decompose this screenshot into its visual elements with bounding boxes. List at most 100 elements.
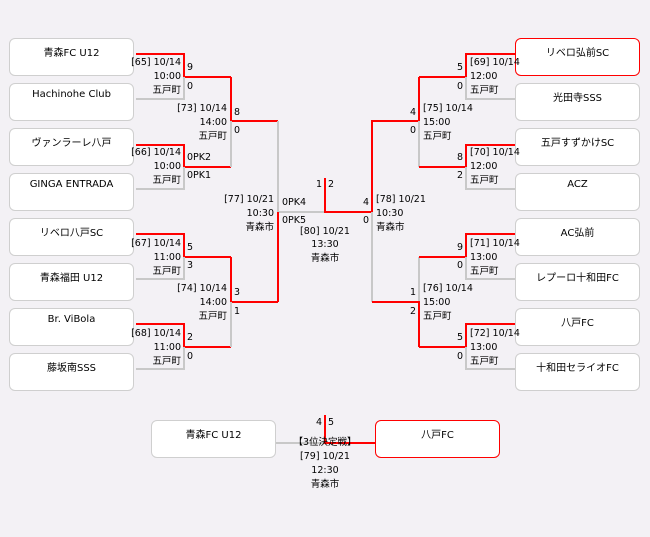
line-m68-top (136, 323, 231, 348)
team-box-left[interactable]: GINGA ENTRADA (9, 173, 134, 211)
score-bottom: 3 (187, 260, 194, 271)
match-time: 13:00 (470, 252, 498, 263)
team-box-right[interactable]: レプーロ十和田FC (515, 263, 640, 301)
match-time: 14:00 (199, 297, 227, 308)
match-time: 11:00 (153, 342, 181, 353)
team-box-left[interactable]: リベロ八戸SC (9, 218, 134, 256)
score-top: 4 (409, 107, 416, 118)
line-m65-top (136, 53, 231, 78)
score-top: 1 (409, 287, 416, 298)
score-top: 5 (456, 332, 463, 343)
team-box-right[interactable]: 五戸すずかけSC (515, 128, 640, 166)
match-venue: 五戸町 (470, 175, 499, 186)
score-top: 5 (456, 62, 463, 73)
match-time: 11:00 (153, 252, 181, 263)
match-id: [68] 10/14 (131, 328, 181, 339)
line-m78-top (371, 120, 419, 212)
team-box-left[interactable]: Br. ViBola (9, 308, 134, 346)
score-bottom: 0 (456, 81, 463, 92)
match-time: 13:30 (311, 239, 339, 250)
line-m70-top (419, 144, 515, 168)
match-venue: 五戸町 (152, 85, 181, 96)
team-box-left[interactable]: Hachinohe Club (9, 83, 134, 121)
match-time: 12:00 (470, 161, 498, 172)
line-m65-bottom (136, 77, 185, 100)
match-venue: 五戸町 (152, 356, 181, 367)
match-time: 12:30 (311, 465, 339, 476)
score-bottom: 0 (362, 215, 369, 226)
match-time: 10:30 (246, 208, 274, 219)
match-venue: 青森市 (376, 222, 405, 233)
match-time: 12:00 (470, 71, 498, 82)
match-venue: 青森市 (310, 479, 340, 490)
team-box-left[interactable]: ヴァンラーレ八戸 (9, 128, 134, 166)
match-id: [75] 10/14 (423, 103, 473, 114)
score-bottom: 0PK1 (187, 170, 212, 181)
match-id: [70] 10/14 (470, 147, 520, 158)
team-box-right[interactable]: ACZ (515, 173, 640, 211)
line-m72-bottom (465, 347, 515, 370)
score-top: 4 (362, 197, 369, 208)
match-id: [74] 10/14 (177, 283, 227, 294)
match-venue: 五戸町 (470, 356, 499, 367)
third-place-right-team[interactable]: 八戸FC (375, 420, 500, 458)
line-m79-right (324, 415, 375, 444)
team-box-right[interactable]: AC弘前 (515, 218, 640, 256)
match-time: 15:00 (423, 117, 451, 128)
match-venue: 五戸町 (470, 266, 499, 277)
match-id: [73] 10/14 (177, 103, 227, 114)
score-top: 8 (456, 152, 463, 163)
line-m67-bottom (136, 257, 185, 280)
match-id: [77] 10/21 (224, 194, 274, 205)
line-m80 (324, 178, 372, 213)
third-place-title: 【3位決定戦】 (293, 437, 357, 448)
score-top: 8 (234, 107, 241, 118)
team-box-right[interactable]: 光田寺SSS (515, 83, 640, 121)
team-box-right[interactable]: 八戸FC (515, 308, 640, 346)
line-m67-top (136, 233, 231, 258)
match-venue: 五戸町 (152, 175, 181, 186)
line-m71-top (419, 233, 515, 258)
score-bottom: 2 (409, 306, 416, 317)
score-bottom: 0 (456, 351, 463, 362)
score-top: 0PK2 (187, 152, 212, 163)
third-place-left-team[interactable]: 青森FC U12 (151, 420, 276, 458)
line-m69-bottom (465, 77, 515, 100)
match-id: [65] 10/14 (131, 57, 181, 68)
line-m69-top (419, 53, 515, 78)
team-box-left[interactable]: 青森FC U12 (9, 38, 134, 76)
score-bottom: 0PK5 (282, 215, 307, 226)
match-time: 10:30 (376, 208, 404, 219)
match-venue: 五戸町 (198, 131, 227, 142)
match-id: [79] 10/21 (300, 451, 350, 462)
match-id: [69] 10/14 (470, 57, 520, 68)
match-id: [67] 10/14 (131, 238, 181, 249)
line-m71-bottom (465, 257, 515, 280)
team-box-left[interactable]: 青森福田 U12 (9, 263, 134, 301)
match-time: 10:00 (153, 161, 181, 172)
line-m66-top (136, 144, 231, 168)
line-m76-bottom (372, 301, 420, 347)
score-left: 1 (315, 179, 322, 190)
score-bottom: 1 (234, 306, 241, 317)
match-time: 10:00 (153, 71, 181, 82)
score-right: 2 (328, 179, 335, 190)
match-venue: 青森市 (245, 222, 274, 233)
score-top: 0PK4 (282, 197, 307, 208)
match-venue: 五戸町 (198, 311, 227, 322)
match-venue: 五戸町 (423, 311, 452, 322)
line-m66-bottom (136, 167, 185, 190)
score-left: 4 (315, 417, 322, 428)
match-id: [66] 10/14 (131, 147, 181, 158)
score-top: 9 (456, 242, 463, 253)
score-top: 5 (187, 242, 194, 253)
team-box-right[interactable]: 十和田セライオFC (515, 353, 640, 391)
line-m72-top (419, 323, 515, 348)
score-right: 5 (328, 417, 335, 428)
team-box-right[interactable]: リベロ弘前SC (515, 38, 640, 76)
score-top: 9 (187, 62, 194, 73)
team-box-left[interactable]: 藤坂南SSS (9, 353, 134, 391)
line-m68-bottom (136, 347, 185, 370)
match-id: [80] 10/21 (300, 226, 350, 237)
